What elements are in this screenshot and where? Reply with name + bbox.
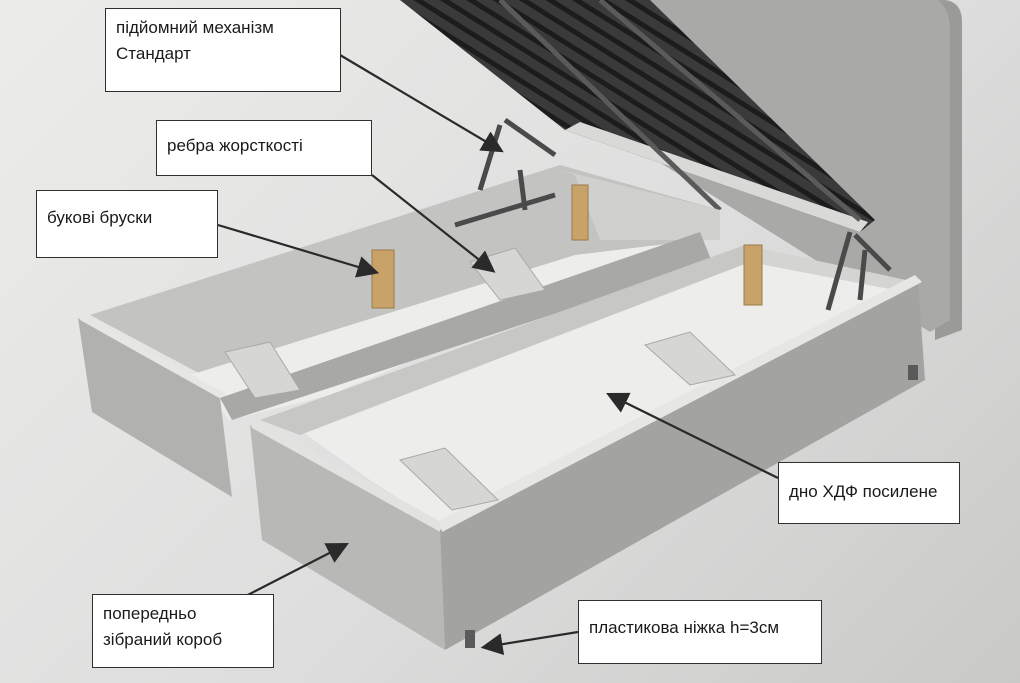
left-box-front-panel bbox=[78, 318, 232, 497]
stiffening-rib bbox=[224, 341, 301, 399]
label-hdf-bottom-text: дно ХДФ посилене bbox=[789, 482, 938, 501]
slatted-base bbox=[400, 0, 875, 232]
label-lift-mechanism-line1: підйомний механізм bbox=[116, 18, 274, 37]
label-stiffening-ribs-text: ребра жорсткості bbox=[167, 136, 303, 155]
right-box-back-wall bbox=[260, 245, 750, 435]
label-plastic-leg: пластикова ніжка h=3см bbox=[578, 600, 822, 664]
arrow-preassembled-box bbox=[237, 542, 349, 601]
label-stiffening-ribs: ребра жорсткості bbox=[156, 120, 372, 176]
plastic-leg bbox=[908, 365, 918, 380]
arrow-hdf-bottom bbox=[606, 392, 779, 479]
right-box-front-top bbox=[440, 275, 922, 532]
arrow-lift-mechanism bbox=[339, 54, 504, 153]
label-preassembled-box-line2: зібраний короб bbox=[103, 630, 223, 649]
slat-frame-rail bbox=[498, 0, 722, 212]
label-preassembled-box-line1: попередньо bbox=[103, 604, 197, 623]
beech-bar bbox=[743, 244, 763, 306]
label-lift-mechanism: підйомний механізм Стандарт bbox=[105, 8, 341, 92]
arrow-beech-bars bbox=[217, 223, 380, 278]
label-beech-bars: букові бруски bbox=[36, 190, 218, 258]
label-beech-bars-text: букові бруски bbox=[47, 208, 153, 227]
stiffening-rib bbox=[399, 447, 500, 511]
label-lift-mechanism-line2: Стандарт bbox=[116, 44, 191, 63]
slatted-base-frame bbox=[565, 122, 868, 232]
label-preassembled-box: попередньо зібраний короб bbox=[92, 594, 274, 668]
left-box-back-wall bbox=[90, 165, 720, 395]
plastic-leg bbox=[465, 630, 475, 648]
right-box-left-panel bbox=[250, 425, 445, 650]
beech-bar bbox=[571, 184, 589, 241]
label-hdf-bottom: дно ХДФ посилене bbox=[778, 462, 960, 524]
left-box-inner-wall bbox=[560, 170, 720, 240]
left-box-front-edge bbox=[78, 312, 230, 404]
label-plastic-leg-text: пластикова ніжка h=3см bbox=[589, 618, 780, 637]
lift-mechanism bbox=[825, 231, 892, 311]
right-box-front-panel bbox=[440, 280, 925, 650]
right-box-right-wall bbox=[745, 245, 915, 292]
right-box-left-edge bbox=[250, 418, 444, 534]
arrow-stiffening-ribs bbox=[371, 174, 496, 273]
stiffening-rib bbox=[643, 331, 737, 386]
beech-bar bbox=[371, 249, 395, 309]
arrow-plastic-leg bbox=[480, 630, 579, 656]
slat-frame-rail bbox=[598, 0, 862, 222]
left-box-long-front bbox=[220, 232, 712, 420]
